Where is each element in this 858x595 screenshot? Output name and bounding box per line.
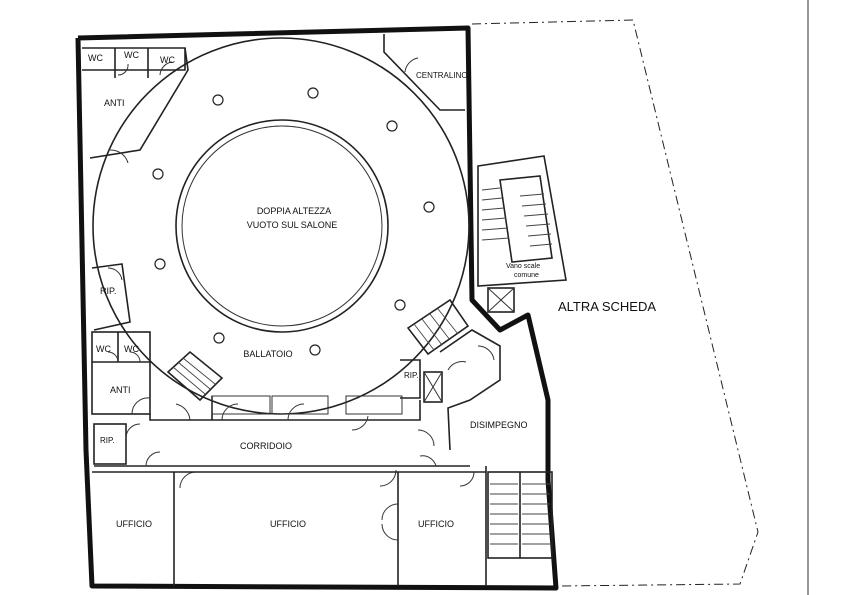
top-left-services-walls [82,47,189,164]
lower-left-storage-walls [93,423,141,465]
column [309,344,321,356]
column [152,168,164,180]
label-corridoio: CORRIDOIO [240,441,292,451]
label-ufficio-3: UFFICIO [418,519,454,529]
double-height-void-outer [175,119,389,333]
column [213,332,225,344]
lift-shaft [487,287,515,313]
column [386,120,398,132]
label-wc-3: WC [160,55,175,65]
corridor-walls [94,395,475,489]
label-anti-top: ANTI [104,98,125,108]
label-anti-bottom: ANTI [110,385,131,395]
mid-storage-walls [400,329,501,451]
label-wc-1: WC [88,53,103,63]
label-ballatoio: BALLATOIO [243,349,292,359]
rotunda-stair-right [406,298,470,356]
columns [152,87,435,356]
double-height-void-inner [181,125,383,327]
label-rip-bottom: RIP. [100,436,115,445]
column [307,87,319,99]
label-ufficio-2: UFFICIO [270,519,306,529]
column [212,94,224,106]
label-comune: comune [514,272,539,279]
label-vuoto-sul-salone: VUOTO SUL SALONE [247,220,338,230]
label-altra-scheda: ALTRA SCHEDA [558,299,656,314]
left-storage-walls [91,263,131,331]
label-vano-scale: Vano scale [506,263,540,270]
column [423,201,435,213]
column [154,258,166,270]
label-doppia-altezza: DOPPIA ALTEZZA [257,206,331,216]
lower-right-stair [487,471,553,559]
label-rip-mid: RIP. [404,371,419,380]
office-walls [92,466,487,586]
label-disimpegno: DISIMPEGNO [470,420,528,430]
unit-perimeter [75,25,559,591]
common-stair [477,155,567,287]
label-wc-5: WC [124,344,139,354]
label-wc-2: WC [124,50,139,60]
label-wc-4: WC [96,344,111,354]
rotunda-stair-left [166,350,224,421]
adjacent-property-outline [471,19,759,587]
label-ufficio-1: UFFICIO [116,519,152,529]
lower-left-services-walls [91,331,151,415]
centralino-walls [383,34,465,111]
label-centralino: CENTRALINO [416,71,468,80]
column [394,299,406,311]
label-rip-left: RIP. [100,286,116,296]
